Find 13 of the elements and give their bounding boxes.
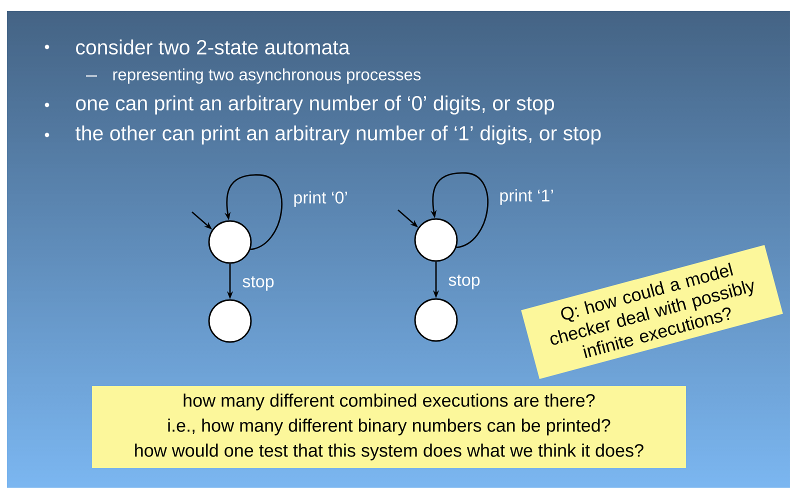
question-box: how many different combined executions are there? i.e., how many different binary numbers can be printed? how would one test that this system does what we think it does? (92, 386, 686, 468)
state-circle (208, 220, 252, 264)
bullet-text: one can print an arbitrary number of ‘0’ digits, or stop (76, 95, 554, 115)
state-circle (414, 298, 458, 342)
edge-label: stop (448, 274, 480, 290)
edge-label: print ‘1’ (500, 189, 553, 205)
edge-label: print ‘0’ (294, 191, 347, 207)
edge-label: stop (242, 276, 274, 291)
bullet-text: the other can print an arbitrary number of ‘1’ digits, or stop (76, 125, 601, 145)
state-circle (414, 218, 458, 262)
bullet-text: representing two asynchronous processes (113, 68, 421, 84)
bullet-text: consider two 2-state automata (76, 39, 350, 55)
state-circle (208, 299, 252, 343)
